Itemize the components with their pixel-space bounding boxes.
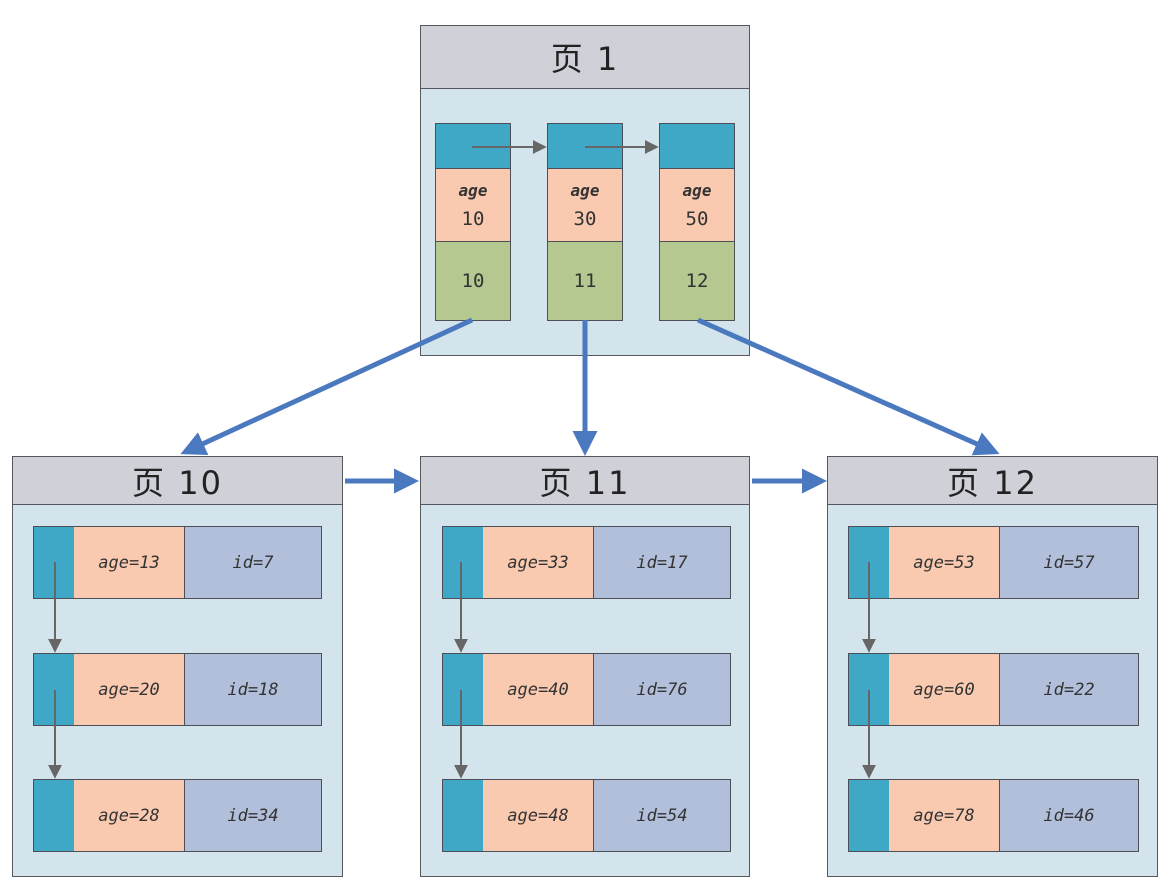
age-cell: age=33 <box>483 527 594 598</box>
age-cell: age=78 <box>889 780 1000 851</box>
age-cell: age=48 <box>483 780 594 851</box>
key-value: 50 <box>685 208 709 230</box>
age-cell: age=60 <box>889 654 1000 725</box>
age-cell: age=28 <box>74 780 185 851</box>
leaf-record: age=60 id=22 <box>848 653 1139 726</box>
age-cell: age=53 <box>889 527 1000 598</box>
id-cell: id=34 <box>185 780 321 851</box>
leaf-page: 页 10 age=13 id=7 age=20 id=18 age=28 id=… <box>12 456 343 877</box>
root-entry: age 50 12 <box>659 123 735 321</box>
age-cell: age=13 <box>74 527 185 598</box>
id-cell: id=54 <box>594 780 730 851</box>
id-cell: id=57 <box>1000 527 1138 598</box>
root-page-title: 页 1 <box>421 26 749 89</box>
id-cell: id=7 <box>185 527 321 598</box>
id-cell: id=46 <box>1000 780 1138 851</box>
next-pointer-cell <box>443 527 484 598</box>
child-pointer-cell: 11 <box>547 241 623 321</box>
id-cell: id=17 <box>594 527 730 598</box>
key-label: age <box>682 181 712 200</box>
root-page: 页 1 age 10 10 age 30 11 age 50 12 <box>420 25 750 356</box>
key-cell: age 30 <box>547 168 623 243</box>
leaf-record: age=48 id=54 <box>442 779 731 852</box>
tree-arrow <box>696 317 1000 456</box>
id-cell: id=22 <box>1000 654 1138 725</box>
key-label: age <box>458 181 488 200</box>
leaf-record: age=20 id=18 <box>33 653 322 726</box>
next-pointer-cell <box>849 780 890 851</box>
key-value: 30 <box>573 208 597 230</box>
leaf-record: age=78 id=46 <box>848 779 1139 852</box>
leaf-page: 页 12 age=53 id=57 age=60 id=22 age=78 id… <box>827 456 1158 877</box>
leaf-page: 页 11 age=33 id=17 age=40 id=76 age=48 id… <box>420 456 750 877</box>
child-pointer-cell: 12 <box>659 241 735 321</box>
leaf-record: age=33 id=17 <box>442 526 731 599</box>
leaf-record: age=13 id=7 <box>33 526 322 599</box>
tree-arrow <box>180 317 474 455</box>
leaf-page-title: 页 10 <box>13 457 342 505</box>
id-cell: id=18 <box>185 654 321 725</box>
leaf-page-title: 页 12 <box>828 457 1157 505</box>
key-value: 10 <box>461 208 485 230</box>
root-entry: age 10 10 <box>435 123 511 321</box>
age-cell: age=40 <box>483 654 594 725</box>
child-pointer-cell: 10 <box>435 241 511 321</box>
leaf-record: age=28 id=34 <box>33 779 322 852</box>
key-cell: age 10 <box>435 168 511 243</box>
key-label: age <box>570 181 600 200</box>
key-cell: age 50 <box>659 168 735 243</box>
leaf-page-title: 页 11 <box>421 457 749 505</box>
id-cell: id=76 <box>594 654 730 725</box>
leaf-record: age=40 id=76 <box>442 653 731 726</box>
age-cell: age=20 <box>74 654 185 725</box>
